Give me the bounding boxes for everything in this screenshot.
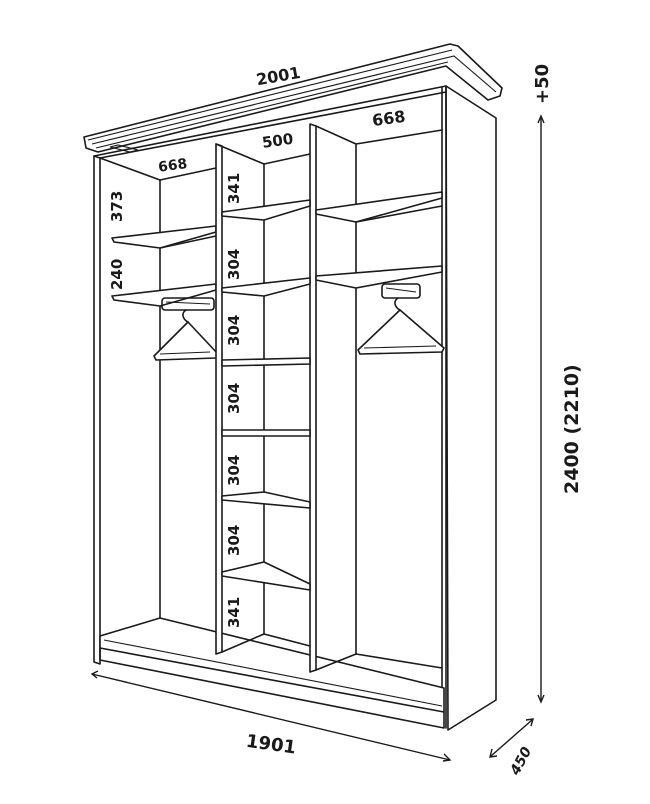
middle-section xyxy=(215,123,317,673)
hanging-rail-right xyxy=(381,283,421,299)
left-section xyxy=(99,157,219,619)
hanging-rail-left xyxy=(161,297,215,311)
dim-left-h1: 373 xyxy=(108,191,126,222)
right-section xyxy=(315,125,445,671)
dim-depth: 450 xyxy=(507,744,535,778)
dim-body-width: 1901 xyxy=(245,731,298,759)
dim-total-height: 2400 (2210) xyxy=(561,364,583,494)
dim-left-h2: 240 xyxy=(108,259,126,290)
dim-section-left-width: 668 xyxy=(157,156,188,176)
dimension-arrows xyxy=(90,114,545,762)
dimension-labels: 2001 668 500 668 373 240 341 304 304 304… xyxy=(108,63,583,779)
dim-mid-h4: 304 xyxy=(225,383,243,414)
dim-mid-h5: 304 xyxy=(225,455,243,486)
cornice xyxy=(83,43,503,153)
wardrobe-body xyxy=(93,85,497,731)
dim-section-right-width: 668 xyxy=(371,107,407,130)
dim-section-middle-width: 500 xyxy=(261,130,295,152)
dim-mid-h1: 341 xyxy=(225,173,243,204)
dim-mid-h2: 304 xyxy=(225,249,243,280)
dim-cornice-extra: +50 xyxy=(532,64,553,104)
dim-mid-h7: 341 xyxy=(225,597,243,628)
dim-mid-h6: 304 xyxy=(225,525,243,556)
hanger-left-icon xyxy=(153,309,219,361)
dim-mid-h3: 304 xyxy=(225,315,243,346)
hanger-right-icon xyxy=(357,297,445,355)
